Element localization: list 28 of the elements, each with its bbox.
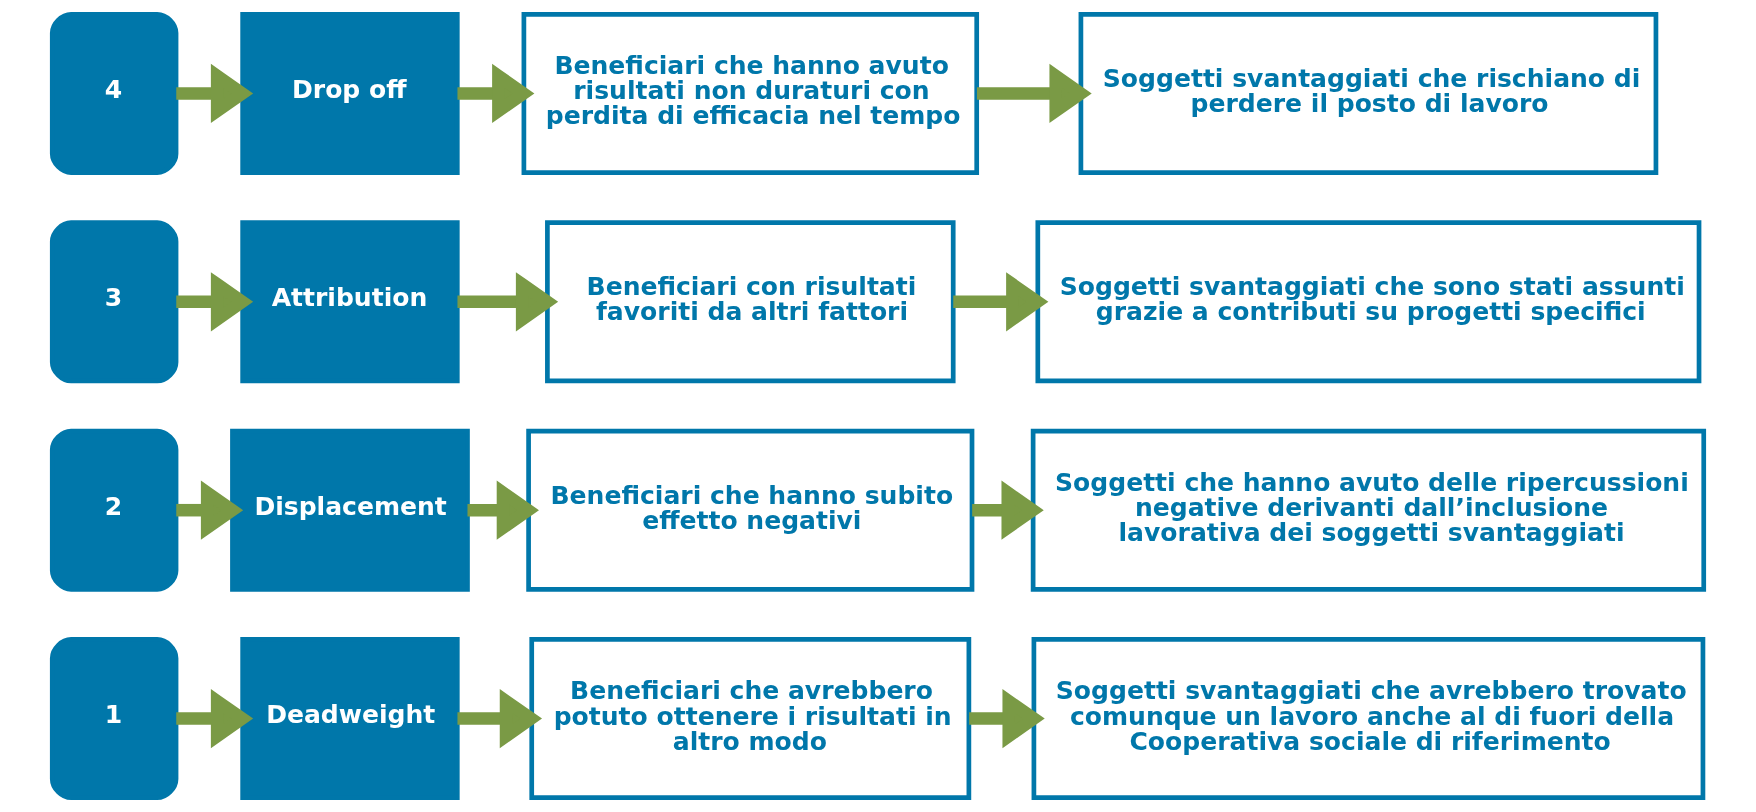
node-box: Attribution: [240, 220, 460, 384]
node-box: Displacement: [230, 428, 470, 592]
node-box: 1: [49, 637, 179, 801]
node-box: Soggetti svantaggiati che avrebbero trovato comunque un lavoro anche al di fuori della Cooperativa sociale di riferimento: [1031, 637, 1706, 801]
arrow: [972, 480, 1044, 540]
node-box: Soggetti svantaggiati che rischiano di perdere il posto di lavoro: [1078, 11, 1659, 175]
node-box: 4: [49, 11, 179, 175]
node-box: Beneficiari con risultati favoriti da altri fattori: [545, 220, 956, 384]
node-box: 2: [49, 428, 179, 592]
arrow: [969, 689, 1045, 749]
arrow: [457, 272, 559, 332]
arrow: [176, 480, 244, 540]
arrow: [467, 480, 539, 540]
node-box: Beneficiari che hanno avuto risultati non duraturi con perdita di efficacia nel tempo: [521, 11, 980, 175]
arrow: [176, 272, 254, 332]
arrow: [976, 63, 1092, 123]
node-box: Drop off: [240, 11, 460, 175]
arrow: [176, 63, 254, 123]
arrow: [457, 63, 535, 123]
node-box: Soggetti che hanno avuto delle ripercussioni negative derivanti dall’inclusione lavorativa dei soggetti svantaggiati: [1030, 428, 1707, 592]
node-box: 3: [49, 220, 179, 384]
node-box: Deadweight: [240, 637, 460, 801]
arrow: [176, 689, 254, 749]
arrow: [953, 272, 1049, 332]
node-box: Soggetti svantaggiati che sono stati assunti grazie a contributi su progetti specifici: [1035, 220, 1702, 384]
arrow: [457, 689, 543, 749]
node-box: Beneficiari che hanno subito effetto negativi: [526, 428, 975, 592]
node-box: Beneficiari che avrebbero potuto ottenere i risultati in altro modo: [529, 637, 972, 801]
